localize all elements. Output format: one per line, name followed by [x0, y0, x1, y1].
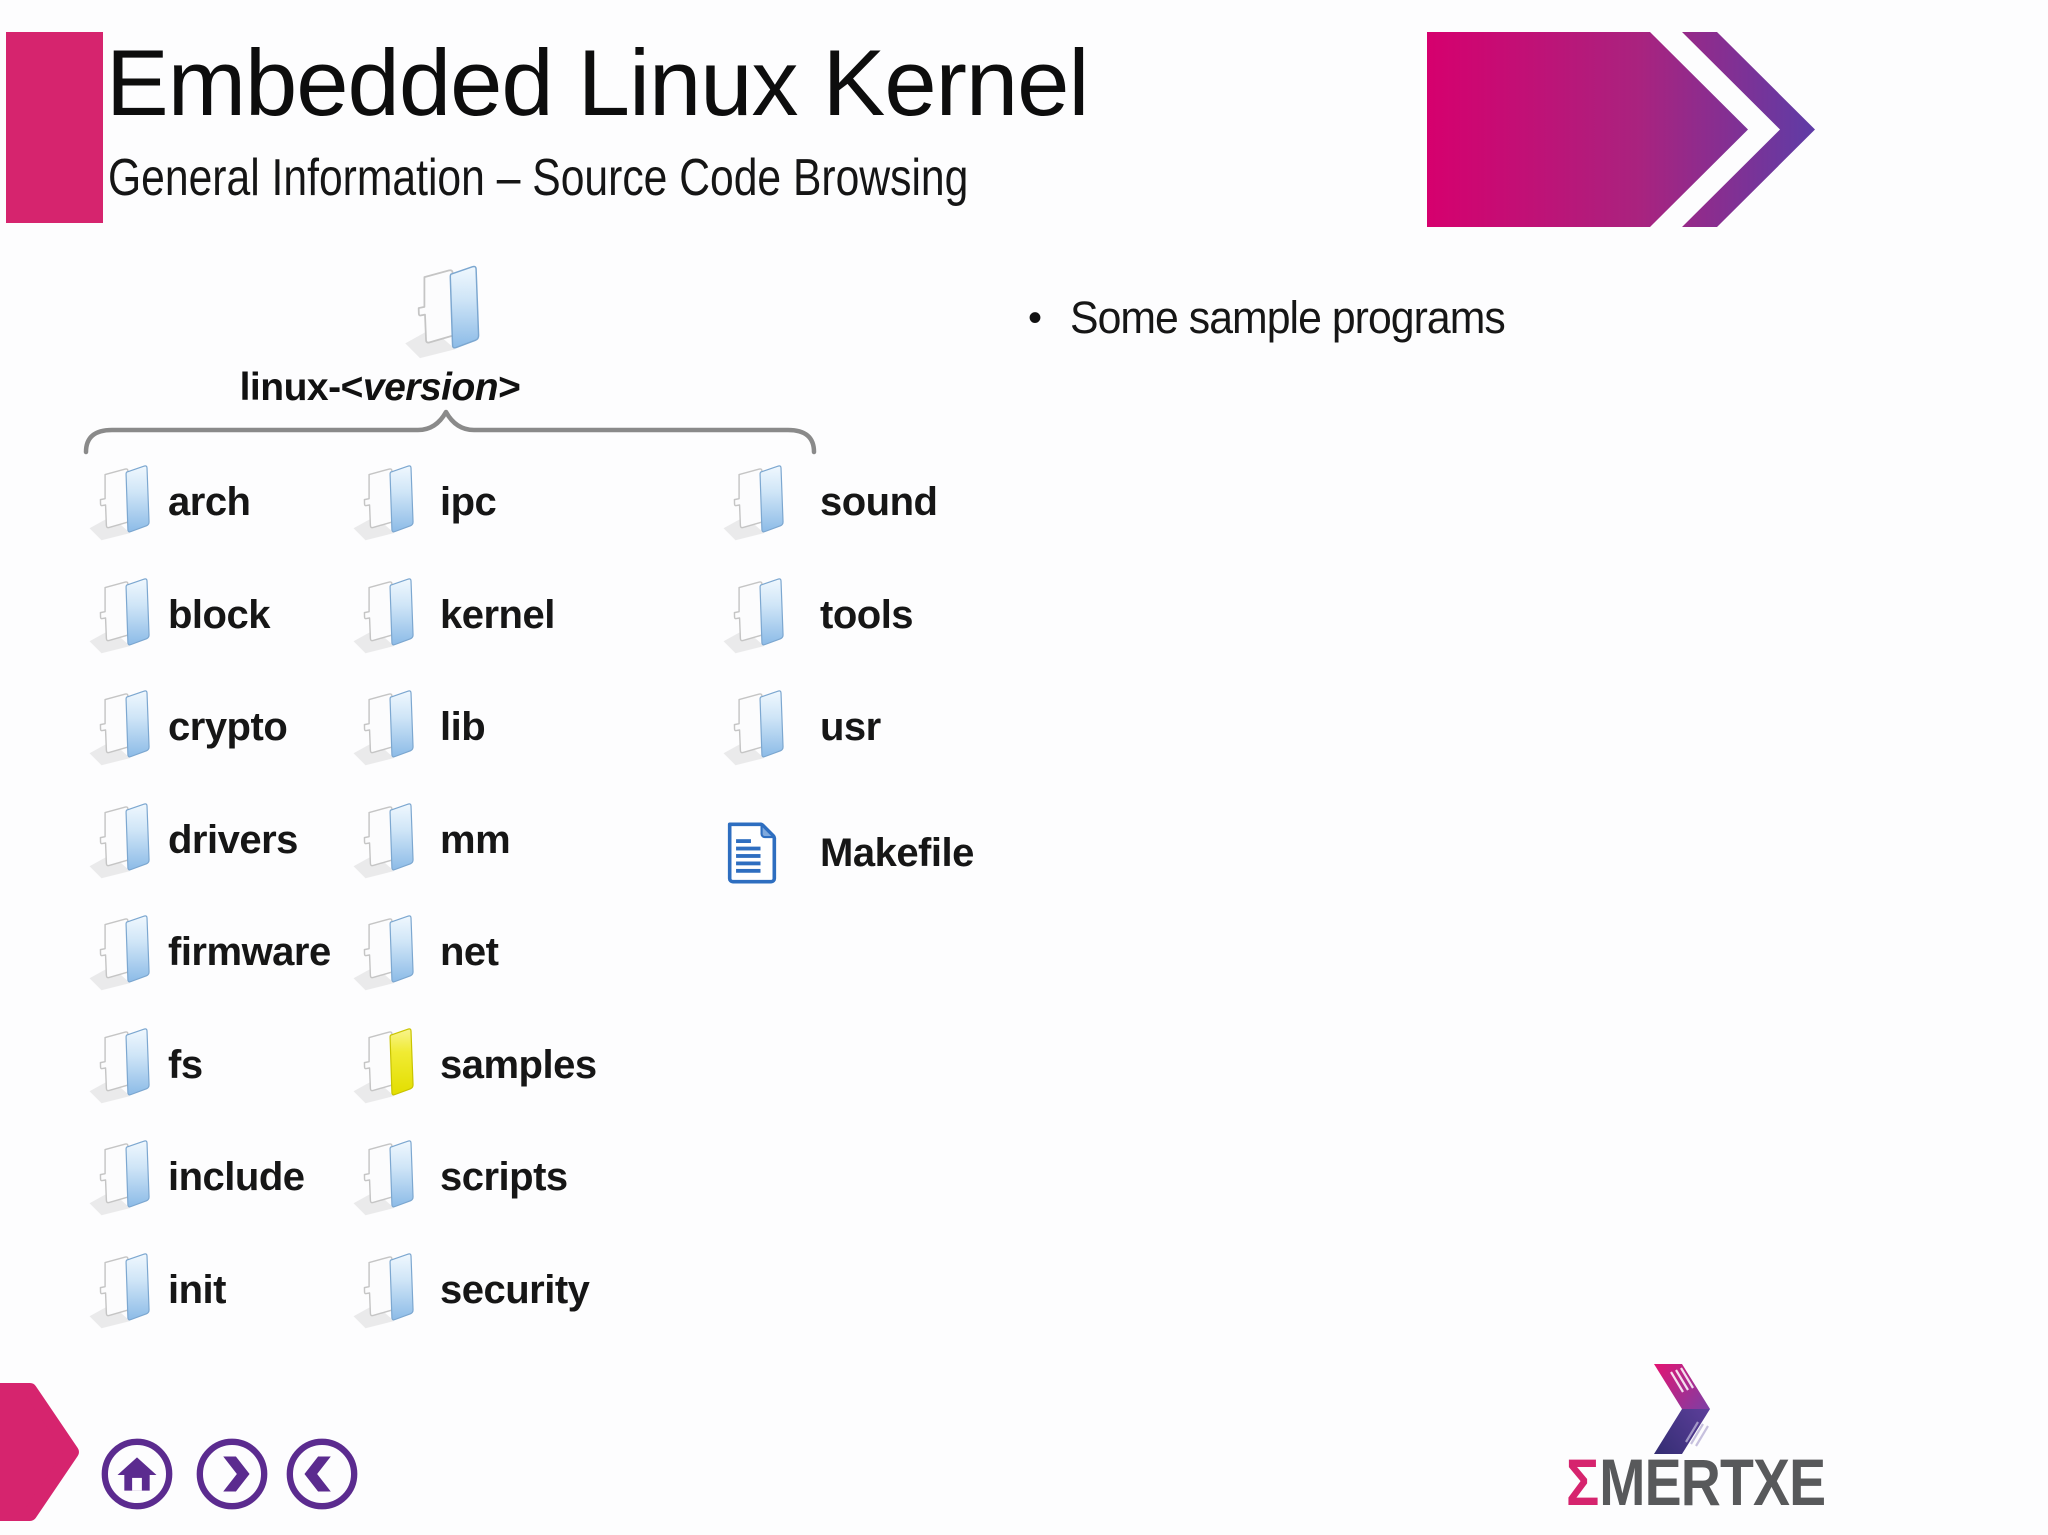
- folder-icon: [348, 1134, 426, 1220]
- header-arrow-graphic: [1427, 32, 1815, 227]
- tree-item-label: security: [440, 1267, 590, 1312]
- folder-icon: [84, 909, 162, 995]
- folder-icon: [718, 572, 796, 658]
- logo-word: MERTXE: [1599, 1445, 1826, 1519]
- tree-item-label: ipc: [440, 480, 497, 524]
- root-label-prefix: linux-<: [239, 366, 364, 409]
- folder-yellow-icon: [348, 1022, 426, 1108]
- tree-item-label: scripts: [440, 1155, 568, 1199]
- folder-icon: [718, 684, 796, 770]
- bullet-text: Some sample programs: [1070, 292, 1506, 343]
- folder-icon: [348, 572, 426, 658]
- folder-icon: [84, 1022, 162, 1108]
- folder-icon: [84, 1247, 162, 1333]
- tree-item-label: lib: [440, 705, 486, 749]
- root-folder-icon: [399, 258, 494, 364]
- brace-connector: [83, 409, 817, 455]
- root-folder-label: linux-<version>: [240, 366, 521, 410]
- tree-item-label: firmware: [168, 930, 331, 974]
- tree-item-label: mm: [440, 817, 511, 862]
- tree-item-label: tools: [820, 592, 914, 637]
- tree-item-label: include: [168, 1155, 305, 1199]
- folder-icon: [348, 1247, 426, 1333]
- folder-icon: [348, 909, 426, 995]
- tree-item-label: Makefile: [820, 830, 974, 875]
- tree-item-label: crypto: [168, 705, 288, 749]
- tree-item-label: net: [440, 930, 499, 974]
- tree-item-label: drivers: [168, 817, 298, 862]
- tree-item-label: sound: [820, 480, 938, 524]
- logo-sigma: Σ: [1566, 1445, 1600, 1519]
- folder-icon: [84, 684, 162, 770]
- tree-item-label: kernel: [440, 592, 555, 637]
- root-label-suffix: >: [498, 366, 521, 409]
- folder-icon: [84, 797, 162, 883]
- makefile-icon: [718, 819, 786, 887]
- bullet-marker: •: [1028, 296, 1043, 340]
- tree-item-label: init: [168, 1267, 226, 1312]
- folder-icon: [718, 459, 796, 545]
- folder-icon: [348, 684, 426, 770]
- root-label-version: version: [362, 366, 499, 409]
- folder-icon: [84, 1134, 162, 1220]
- emertxe-logo-icon: [1646, 1362, 1718, 1458]
- footer-accent-arrow: [0, 1383, 79, 1521]
- previous-button[interactable]: [283, 1435, 361, 1513]
- home-button[interactable]: [98, 1435, 176, 1513]
- tree-item-label: samples: [440, 1042, 597, 1087]
- bullet-item: • Some sample programs: [1028, 288, 1528, 348]
- header-accent-bar: [6, 32, 103, 223]
- folder-icon: [348, 797, 426, 883]
- next-button[interactable]: [193, 1435, 271, 1513]
- folder-icon: [84, 572, 162, 658]
- tree-item-label: block: [168, 592, 270, 637]
- page-title: Embedded Linux Kernel: [106, 30, 1089, 135]
- page-subtitle: General Information – Source Code Browsi…: [108, 149, 969, 207]
- tree-item-label: arch: [168, 480, 251, 524]
- folder-icon: [84, 459, 162, 545]
- tree-item-label: usr: [820, 705, 881, 749]
- tree-item-label: fs: [168, 1042, 203, 1087]
- folder-icon: [348, 459, 426, 545]
